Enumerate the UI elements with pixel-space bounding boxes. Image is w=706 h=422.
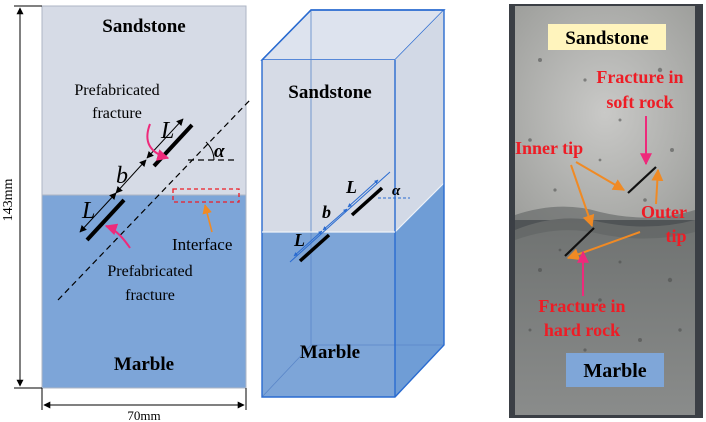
photo-fracture-soft-line2: soft rock — [606, 92, 673, 112]
photo-outer-tip-line1: Outer — [641, 202, 687, 222]
left-inclined-axis — [57, 99, 251, 301]
left-prefab-lower-arrow — [104, 223, 131, 249]
middle-dim-upper-L — [347, 179, 379, 208]
left-b-label: b — [116, 163, 128, 189]
middle-side-marble — [395, 183, 444, 397]
middle-front-marble — [262, 232, 395, 397]
left-interface-marker — [172, 188, 240, 203]
left-interface-label: Interface — [172, 235, 232, 254]
left-prefab-upper-line2: fracture — [92, 105, 142, 122]
photo-marble-badge-label: Marble — [583, 360, 646, 382]
photo-fracture-hard-line2: hard rock — [544, 320, 620, 340]
left-prefab-upper-arrow — [146, 123, 170, 161]
middle-alpha-label: α — [392, 183, 401, 199]
left-marble-label: Marble — [114, 354, 174, 375]
middle-dim-lower-L — [293, 230, 323, 257]
middle-L-upper-label: L — [345, 177, 357, 197]
middle-outline — [261, 9, 445, 398]
photo-transition-band — [515, 206, 695, 240]
left-alpha-arc — [205, 141, 215, 161]
photo-inner-tip-label: Inner tip — [515, 138, 583, 158]
middle-dim-b — [322, 208, 348, 231]
middle-b-label: b — [322, 202, 331, 222]
left-specimen-diagram: Sandstone Marble 143mm 70mm α L b L Pref… — [1, 5, 251, 422]
photo-fracture-hard-line1: Fracture in — [538, 296, 625, 316]
middle-interface-back — [394, 182, 445, 233]
height-dimension-label: 143mm — [1, 179, 16, 222]
photo-fracture-soft-line1: Fracture in — [596, 67, 683, 87]
left-prefab-lower-line1: Prefabricated — [107, 263, 192, 280]
width-dimension-label: 70mm — [127, 408, 160, 422]
photo-marble-badge — [566, 353, 664, 387]
left-sandstone-label: Sandstone — [102, 16, 185, 37]
photo-inner-tip-arrow-upper — [575, 161, 626, 191]
left-L-lower-label: L — [81, 198, 95, 224]
middle-L-lower-label: L — [293, 230, 305, 250]
left-interface-arrow — [202, 204, 213, 233]
photo-inner-tip-arrow-lower — [570, 164, 595, 228]
left-L-upper-label: L — [160, 118, 174, 144]
left-prefab-lower-line2: fracture — [125, 287, 175, 304]
left-dim-b — [115, 159, 147, 194]
left-marble-block — [41, 194, 247, 389]
middle-hidden-bottom-diag — [261, 344, 312, 398]
photo-pores — [528, 58, 682, 352]
photo-fracture-soft — [627, 166, 657, 194]
left-alpha-label: α — [214, 141, 225, 162]
left-dim-lower-L — [79, 192, 117, 233]
photo-outer-tip-line2: tip — [665, 226, 686, 246]
middle-3d-specimen: Sandstone Marble α L b L — [260, 9, 446, 398]
photo-outer-tip-arrow-upper — [651, 168, 664, 205]
middle-sandstone-label: Sandstone — [288, 82, 371, 103]
middle-side-sandstone — [395, 10, 444, 232]
photo-sandstone-badge — [548, 24, 666, 50]
middle-marble-label: Marble — [300, 342, 360, 363]
specimen-photo: Sandstone Marble Fracture in soft rock I… — [509, 4, 703, 418]
photo-sandstone-badge-label: Sandstone — [565, 28, 648, 49]
left-prefab-upper-line1: Prefabricated — [74, 82, 159, 99]
